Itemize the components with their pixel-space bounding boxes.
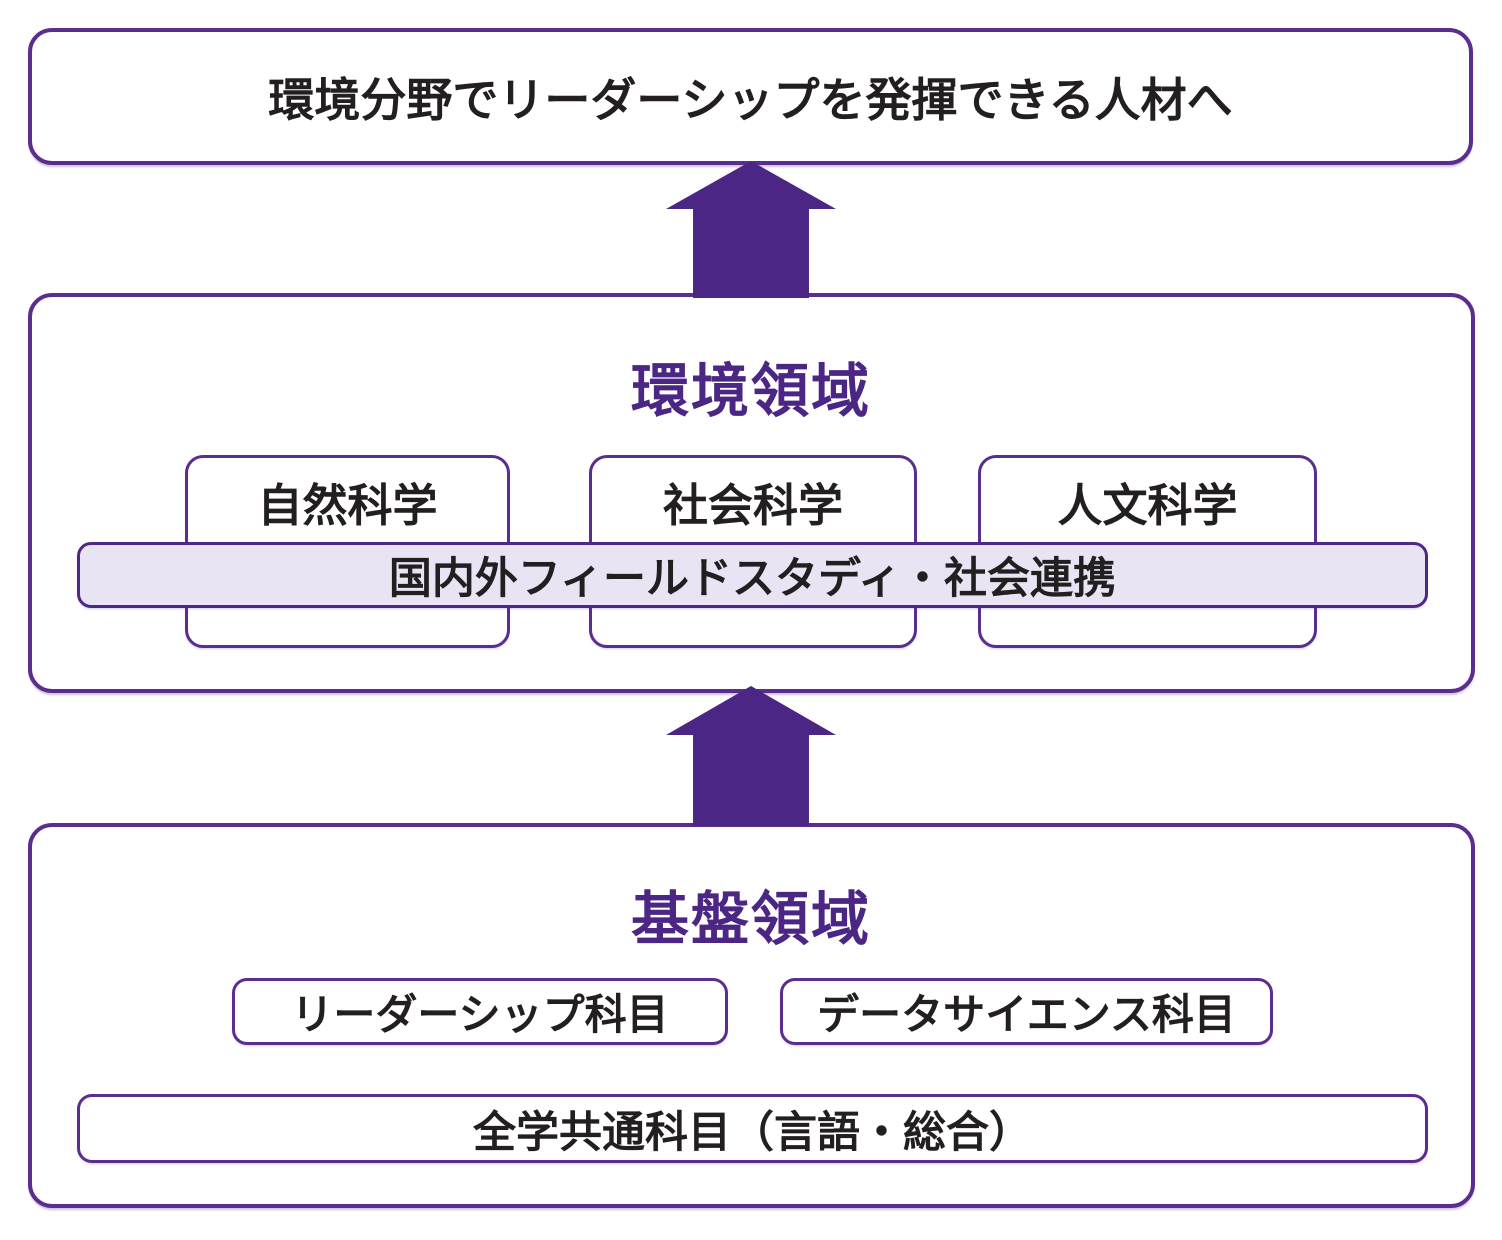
data-science-subjects-box: データサイエンス科目: [780, 978, 1273, 1045]
leadership-subjects-label: リーダーシップ科目: [291, 991, 669, 1038]
up-arrow-icon: [666, 686, 836, 826]
leadership-subjects-box: リーダーシップ科目: [232, 978, 728, 1045]
field-study-band: 国内外フィールドスタディ・社会連携: [77, 542, 1428, 608]
common-subjects-label: 全学共通科目（言語・総合）: [473, 1108, 1032, 1157]
up-arrow-icon: [666, 161, 836, 298]
environment-domain-title: 環境領域: [630, 359, 871, 424]
social-science-label: 社会科学: [662, 480, 843, 531]
data-science-subjects-label: データサイエンス科目: [817, 991, 1236, 1038]
goal-box: 環境分野でリーダーシップを発揮できる人材へ: [28, 28, 1473, 165]
field-study-band-label: 国内外フィールドスタディ・社会連携: [388, 555, 1117, 603]
humanities-label: 人文科学: [1057, 480, 1238, 531]
natural-science-label: 自然科学: [257, 480, 438, 531]
goal-label: 環境分野でリーダーシップを発揮できる人材へ: [268, 73, 1233, 126]
foundation-domain-title: 基盤領域: [630, 887, 871, 952]
common-subjects-box: 全学共通科目（言語・総合）: [77, 1094, 1428, 1163]
